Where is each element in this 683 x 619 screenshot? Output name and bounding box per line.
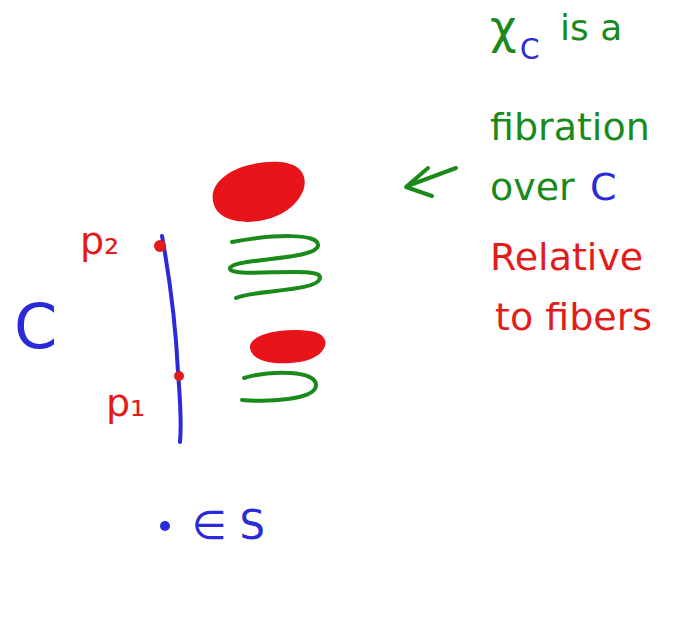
note-text: to fibers: [495, 298, 652, 336]
curve-name: C: [590, 168, 617, 206]
fiber-squiggle: [230, 236, 320, 298]
curve-name: C: [14, 296, 57, 358]
note-text: fibration: [490, 108, 650, 146]
note-text: Relative: [490, 238, 643, 276]
fiber-ellipse: [250, 330, 326, 363]
arrow-head: [406, 168, 432, 196]
set-membership: ∈ S: [192, 505, 265, 545]
point-label: p₁: [106, 384, 145, 422]
note-text: over: [490, 168, 575, 206]
point-label: p₂: [80, 222, 119, 260]
symbol-chi: χ: [490, 4, 517, 50]
point-marker: [154, 240, 166, 252]
note-text: is a: [560, 10, 622, 46]
point-marker: [174, 371, 184, 381]
fiber-ellipse: [213, 162, 305, 222]
point-marker: [160, 521, 170, 531]
subscript-label: C: [520, 36, 540, 64]
fiber-squiggle: [242, 373, 316, 401]
base-curve: [162, 236, 181, 442]
